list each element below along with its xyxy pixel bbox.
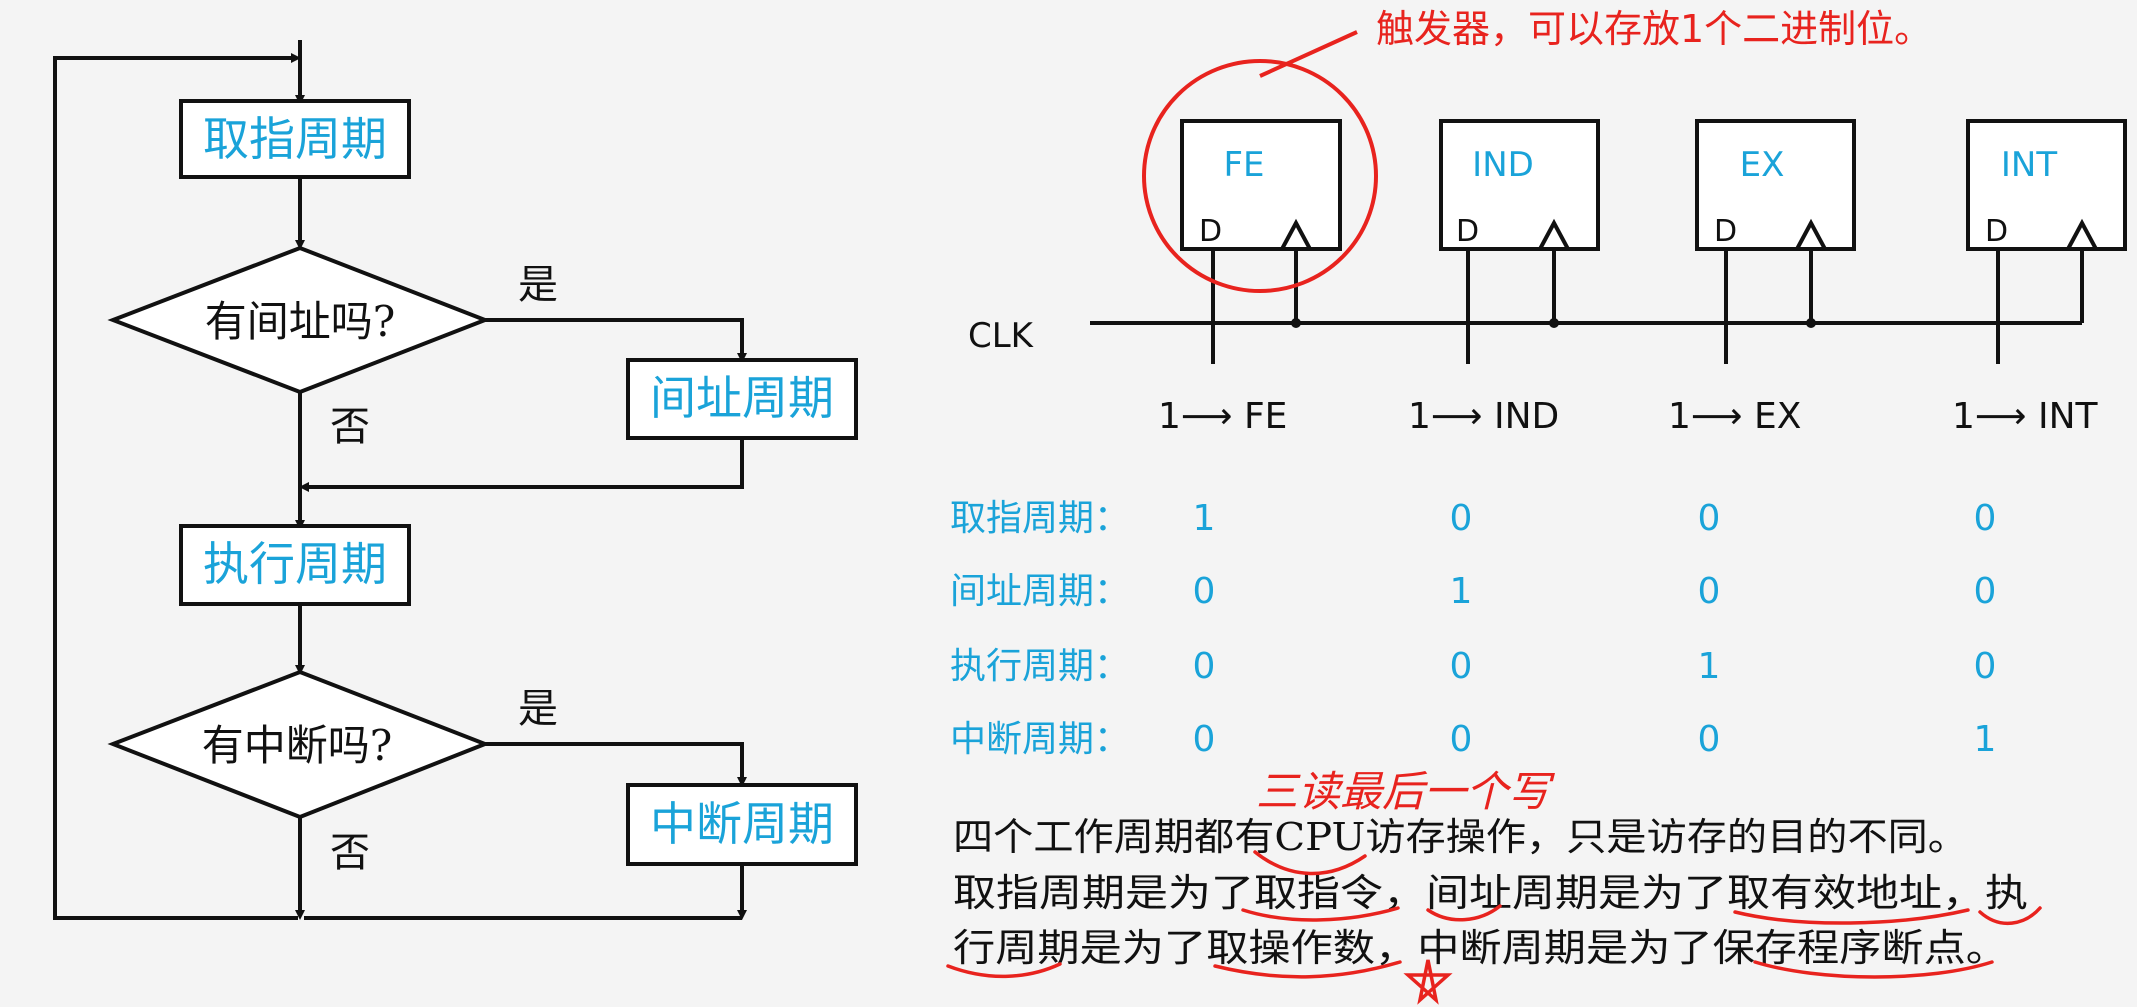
cell-value: 0 bbox=[1698, 571, 1721, 612]
indirect-cycle-label: 间址周期 bbox=[650, 371, 834, 425]
handwritten-underlines bbox=[946, 850, 2042, 1005]
cell-value: 0 bbox=[1450, 719, 1473, 760]
flowchart-labels: 取指周期 有间址吗? 间址周期 执行周期 有中断吗? 中断周期 是 否 是 否 bbox=[202, 112, 834, 876]
callout-leader bbox=[1259, 30, 1358, 78]
clock-triangle bbox=[1536, 218, 1572, 251]
clock-triangle bbox=[1278, 218, 1314, 251]
cell-value: 0 bbox=[1193, 719, 1216, 760]
explanation-notes: 三读最后一个写 四个工作周期都有CPU访存操作，只是访存的目的不同。 取指周期是… bbox=[953, 767, 2028, 970]
note-line-1: 四个工作周期都有CPU访存操作，只是访存的目的不同。 bbox=[953, 815, 1968, 859]
cell-value: 0 bbox=[1974, 498, 1997, 539]
flow-line-yes-indirect bbox=[485, 318, 747, 363]
underline-stroke bbox=[1978, 906, 2042, 926]
underline-stroke bbox=[1241, 906, 1400, 922]
d-input-label: D bbox=[1714, 214, 1737, 249]
cell-value: 1 bbox=[1974, 719, 1997, 760]
flipflop-labels: CLK FE IND EX INT D D D D 1⟶ FE 1⟶ IND 1… bbox=[968, 145, 2099, 437]
cell-value: 0 bbox=[1698, 498, 1721, 539]
indirect-question-label: 有间址吗? bbox=[205, 297, 396, 346]
underline-stroke bbox=[1733, 908, 1970, 925]
set-int-label: 1⟶ INT bbox=[1952, 396, 2099, 437]
flipflop-ind-box bbox=[1439, 119, 1600, 251]
fetch-cycle-label: 取指周期 bbox=[203, 112, 387, 166]
row-label-fetch: 取指周期： bbox=[950, 498, 1130, 539]
clock-triangle bbox=[1793, 218, 1829, 251]
cell-value: 1 bbox=[1193, 498, 1216, 539]
yes-label-2: 是 bbox=[518, 686, 558, 732]
flow-line-yes-interrupt bbox=[485, 742, 747, 787]
junction-dot bbox=[1549, 318, 1559, 328]
note-line-3: 行周期是为了取操作数，中断周期是为了保存程序断点。 bbox=[953, 926, 2008, 970]
cell-value: 0 bbox=[1193, 646, 1216, 687]
underline-stroke bbox=[1213, 960, 1402, 979]
flow-line-indirect-return bbox=[299, 440, 744, 492]
set-ex-label: 1⟶ EX bbox=[1668, 396, 1801, 437]
cell-value: 0 bbox=[1450, 498, 1473, 539]
no-label-2: 否 bbox=[330, 830, 370, 876]
row-label-indirect: 间址周期： bbox=[950, 571, 1130, 612]
cell-value: 0 bbox=[1974, 571, 1997, 612]
flipflop-circuit bbox=[1090, 119, 2127, 364]
cell-value: 0 bbox=[1698, 719, 1721, 760]
interrupt-decision-diamond bbox=[107, 669, 491, 820]
indirect-decision-diamond bbox=[107, 245, 491, 395]
flipflop-int-box bbox=[1966, 119, 2127, 251]
underline-stroke bbox=[946, 962, 1062, 979]
junction-dot bbox=[1806, 318, 1816, 328]
execute-cycle-label: 执行周期 bbox=[203, 537, 387, 591]
clock-triangle bbox=[2064, 218, 2100, 251]
state-table: 取指周期： 间址周期： 执行周期： 中断周期： 1 0 0 0 0 1 0 0 … bbox=[950, 498, 1996, 760]
underline-stroke bbox=[1426, 904, 1502, 922]
flipflop-callout: 触发器，可以存放1个二进制位。 bbox=[1142, 7, 1932, 293]
execute-cycle-box bbox=[179, 524, 411, 606]
handwritten-star bbox=[1403, 959, 1453, 1005]
fetch-cycle-box bbox=[179, 99, 411, 179]
d-input-label: D bbox=[1985, 214, 2008, 249]
interrupt-cycle-label: 中断周期 bbox=[650, 797, 834, 851]
loop-back-line bbox=[53, 53, 301, 920]
d-input-label: D bbox=[1199, 214, 1222, 249]
underline-stroke bbox=[1753, 960, 1994, 979]
callout-circle bbox=[1142, 59, 1378, 293]
clk-junctions bbox=[1291, 318, 1816, 328]
interrupt-question-label: 有中断吗? bbox=[202, 721, 393, 770]
set-fe-label: 1⟶ FE bbox=[1158, 396, 1287, 437]
flipflop-fe-box bbox=[1180, 119, 1342, 251]
yes-label-1: 是 bbox=[518, 262, 558, 308]
flipflop-int-name: INT bbox=[2001, 145, 2057, 185]
cell-value: 1 bbox=[1698, 646, 1721, 687]
flipflop-fe-name: FE bbox=[1223, 145, 1264, 185]
flowchart bbox=[53, 40, 858, 920]
cell-value: 0 bbox=[1450, 646, 1473, 687]
set-ind-label: 1⟶ IND bbox=[1408, 396, 1559, 437]
interrupt-cycle-box bbox=[626, 783, 858, 866]
flipflop-ind-name: IND bbox=[1472, 145, 1534, 185]
row-label-interrupt: 中断周期： bbox=[950, 719, 1130, 760]
row-label-execute: 执行周期： bbox=[950, 646, 1130, 687]
no-label-1: 否 bbox=[330, 404, 370, 450]
flipflop-ex-box bbox=[1695, 119, 1856, 251]
flipflop-ex-name: EX bbox=[1740, 145, 1785, 185]
cell-value: 1 bbox=[1450, 571, 1473, 612]
callout-text: 触发器，可以存放1个二进制位。 bbox=[1376, 7, 1932, 51]
junction-dot bbox=[1291, 318, 1301, 328]
indirect-cycle-box bbox=[626, 358, 858, 440]
underline-stroke bbox=[1253, 850, 1367, 876]
cell-value: 0 bbox=[1193, 571, 1216, 612]
d-input-label: D bbox=[1456, 214, 1479, 249]
cell-value: 0 bbox=[1974, 646, 1997, 687]
handwritten-note: 三读最后一个写 bbox=[1256, 767, 1555, 816]
note-line-2: 取指周期是为了取指令，间址周期是为了取有效地址，执 bbox=[953, 871, 2028, 915]
clk-label: CLK bbox=[968, 316, 1035, 356]
